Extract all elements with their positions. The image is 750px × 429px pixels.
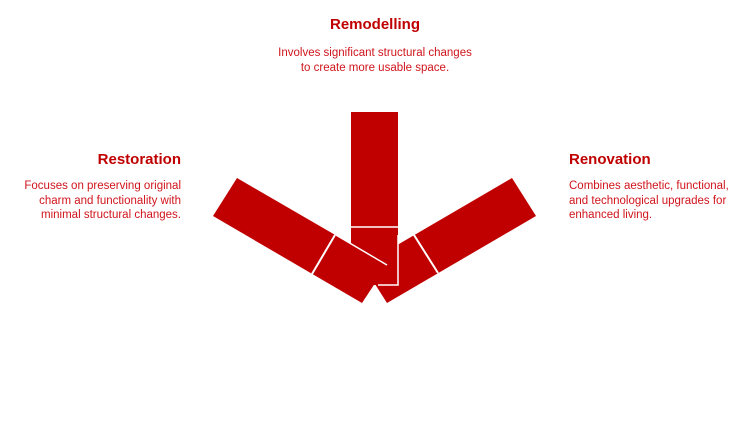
restoration-bar (213, 178, 388, 303)
remodelling-bar (351, 112, 399, 286)
renovation-bar (363, 178, 536, 303)
renovation-title: Renovation (569, 151, 651, 168)
restoration-description: Focuses on preserving original charm and… (24, 180, 181, 221)
remodelling-description: Involves significant structural changes … (278, 47, 472, 74)
remodelling-title: Remodelling (329, 16, 420, 33)
renovation-description: Combines aesthetic, functional, and tech… (569, 180, 729, 221)
restoration-title: Restoration (97, 151, 181, 168)
